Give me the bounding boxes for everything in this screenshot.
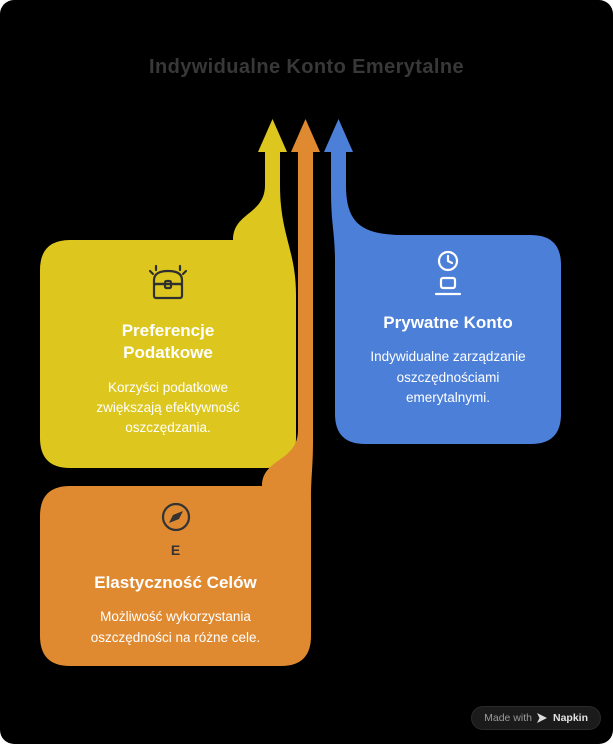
card-heading: Elastyczność Celów xyxy=(94,573,257,592)
orange-arrow-up-icon xyxy=(291,119,320,152)
napkin-logo-icon xyxy=(536,713,547,723)
card-body: Korzyści podatkowe zwiększają efektywnoś… xyxy=(96,379,240,436)
card-private-account: Prywatne Konto Indywidualne zarządzanie … xyxy=(335,250,561,408)
treasure-chest-icon xyxy=(148,264,188,300)
card-flexible-goals: E Elastyczność Celów Możliwość wykorzyst… xyxy=(40,498,311,648)
page-title: Indywidualne Konto Emerytalne xyxy=(149,56,464,78)
tax-card-shape xyxy=(40,148,296,468)
made-with-label: Made with xyxy=(484,712,532,724)
private-card-shape xyxy=(331,148,561,444)
compass-icon xyxy=(161,502,190,532)
card-body: Możliwość wykorzystania oszczędności na … xyxy=(90,609,261,645)
compass-east-label: E xyxy=(170,542,181,558)
napkin-badge[interactable]: Made with Napkin xyxy=(471,706,601,730)
card-body: Indywidualne zarządzanie oszczędnościami… xyxy=(370,349,526,405)
card-heading: Prywatne Konto xyxy=(383,313,513,332)
blue-arrow-up-icon xyxy=(324,119,353,152)
flex-card-shape xyxy=(40,148,313,666)
yellow-arrow-up-icon xyxy=(258,119,287,152)
card-tax-preferences: Preferencje Podatkowe Korzyści podatkowe… xyxy=(40,262,296,439)
clock-user-icon xyxy=(434,250,462,296)
napkin-brand-label: Napkin xyxy=(552,712,588,724)
card-heading: Preferencje Podatkowe xyxy=(121,321,215,363)
